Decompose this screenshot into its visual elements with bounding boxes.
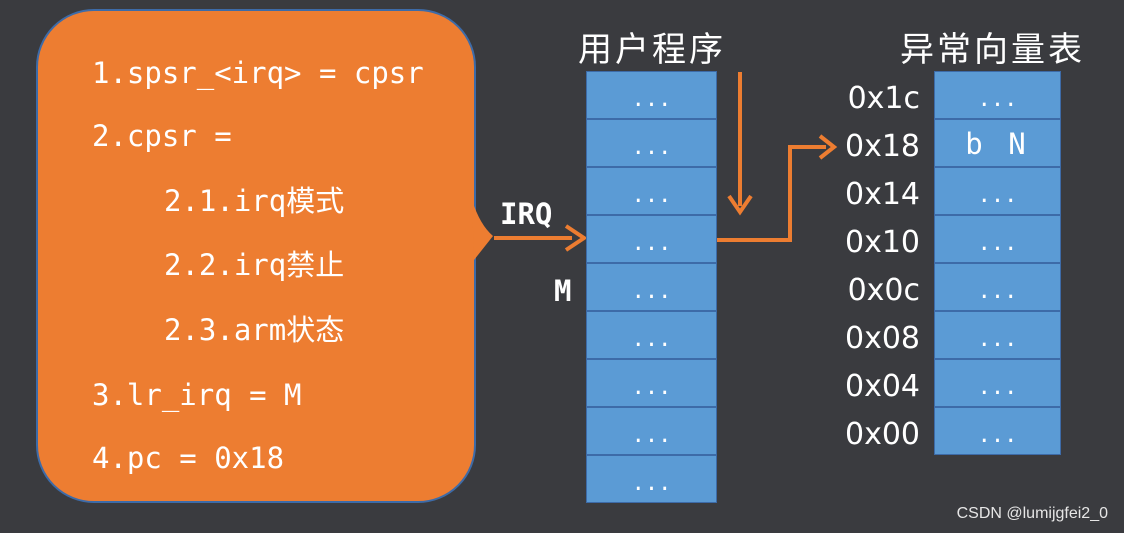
irq-arrow-head [564,224,588,252]
user-program-cell: ... [586,119,717,167]
m-label: M [554,274,572,308]
vector-entry: ... [934,311,1061,359]
vector-address: 0x0c [847,273,920,308]
user-program-cell: ... [586,407,717,455]
vector-address: 0x08 [844,321,920,356]
vector-table-title: 异常向量表 [900,30,1085,70]
user-program-cell: ... [586,215,717,263]
vector-address: 0x10 [844,225,920,260]
flow-arrow-head [727,194,753,216]
vector-address: 0x04 [844,369,920,404]
callout-bubble [36,9,476,503]
user-program-cell: ... [586,311,717,359]
vector-entry: ... [934,359,1061,407]
vector-address: 0x14 [844,177,920,212]
user-program-cell: ... [586,359,717,407]
user-program-cell: ... [586,455,717,503]
callout-line-3: 2.1.irq模式 [164,184,345,218]
irq-label: IRQ [500,197,553,231]
user-program-title: 用户程序 [578,30,726,70]
watermark: CSDN @lumijgfei2_0 [956,505,1108,522]
callout-line-2: 2.cpsr = [92,119,232,153]
callout-tail [472,200,493,260]
vector-address: 0x1c [847,81,920,116]
user-program-cell: ... [586,167,717,215]
callout-line-6: 3.lr_irq = M [92,378,302,412]
user-program-cell: ... [586,263,717,311]
vector-entry: ... [934,167,1061,215]
vector-address: 0x00 [844,417,920,452]
vector-entry: b N [934,119,1061,167]
vector-entry: ... [934,71,1061,119]
vector-entry: ... [934,215,1061,263]
user-program-cell: ... [586,71,717,119]
callout-line-7: 4.pc = 0x18 [92,441,285,475]
callout-line-5: 2.3.arm状态 [164,313,345,347]
vector-jump-arrow-line [717,145,826,242]
callout-line-1: 1.spsr_<irq> = cpsr [92,56,424,90]
vector-entry: ... [934,407,1061,455]
vector-address: 0x18 [844,129,920,164]
vector-jump-arrow-head [818,134,838,160]
callout-line-4: 2.2.irq禁止 [164,248,345,282]
vector-entry: ... [934,263,1061,311]
